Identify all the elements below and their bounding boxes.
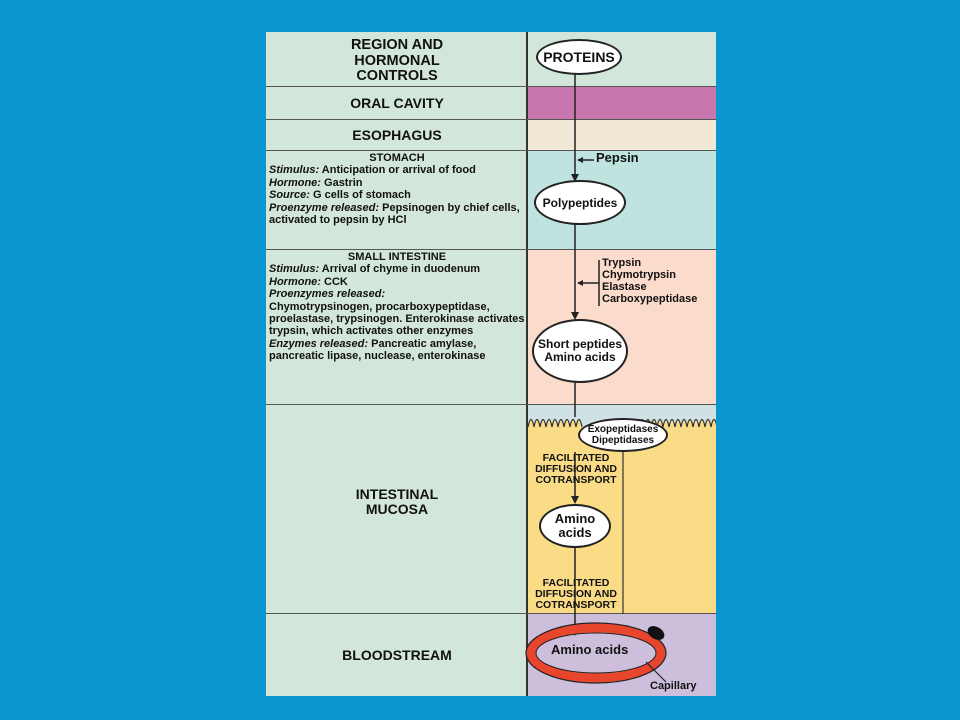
capillary-label: Capillary (650, 680, 697, 692)
esophagus-cell (528, 120, 716, 150)
polypeptides-node: Polypeptides (534, 180, 626, 225)
small-intestine-row: SMALL INTESTINE Stimulus: Arrival of chy… (266, 250, 716, 405)
header-row: REGION AND HORMONAL CONTROLS (266, 32, 716, 87)
mucosa-label: INTESTINAL MUCOSA (355, 486, 439, 517)
capillary-vessel (526, 623, 666, 683)
oral-cavity-row: ORAL CAVITY (266, 87, 716, 120)
amino-acids-node: Amino acids (539, 504, 611, 548)
short-peptides-node: Short peptides Amino acids (532, 319, 628, 383)
blood-amino-acids-label: Amino acids (551, 642, 629, 657)
transport-label-2: FACILITATED DIFFUSION AND COTRANSPORT (535, 577, 617, 611)
proteins-node: PROTEINS (536, 39, 622, 75)
oral-cavity-cell (528, 87, 716, 119)
stomach-title: STOMACH (369, 152, 425, 164)
region-header: REGION AND HORMONAL CONTROLS (350, 37, 444, 84)
small-intestine-text: SMALL INTESTINE Stimulus: Arrival of chy… (269, 251, 525, 363)
esophagus-row: ESOPHAGUS (266, 120, 716, 151)
bloodstream-label: BLOODSTREAM (342, 646, 452, 663)
stomach-row: STOMACH Stimulus: Anticipation or arriva… (266, 151, 716, 250)
transport-label-1: FACILITATED DIFFUSION AND COTRANSPORT (535, 452, 617, 486)
stomach-text: STOMACH Stimulus: Anticipation or arriva… (269, 152, 525, 226)
si-enzymes-list: Trypsin Chymotrypsin Elastase Carboxypep… (602, 257, 698, 305)
digestion-diagram: REGION AND HORMONAL CONTROLS ORAL CAVITY… (266, 32, 716, 696)
brush-border-enzymes-node: Exopeptidases Dipeptidases (578, 418, 668, 452)
oral-cavity-label: ORAL CAVITY (350, 95, 444, 111)
flow-overlay (525, 74, 716, 684)
pepsin-label: Pepsin (596, 150, 639, 165)
small-intestine-title: SMALL INTESTINE (347, 251, 447, 263)
red-blood-cell (647, 626, 665, 640)
esophagus-label: ESOPHAGUS (352, 127, 442, 143)
